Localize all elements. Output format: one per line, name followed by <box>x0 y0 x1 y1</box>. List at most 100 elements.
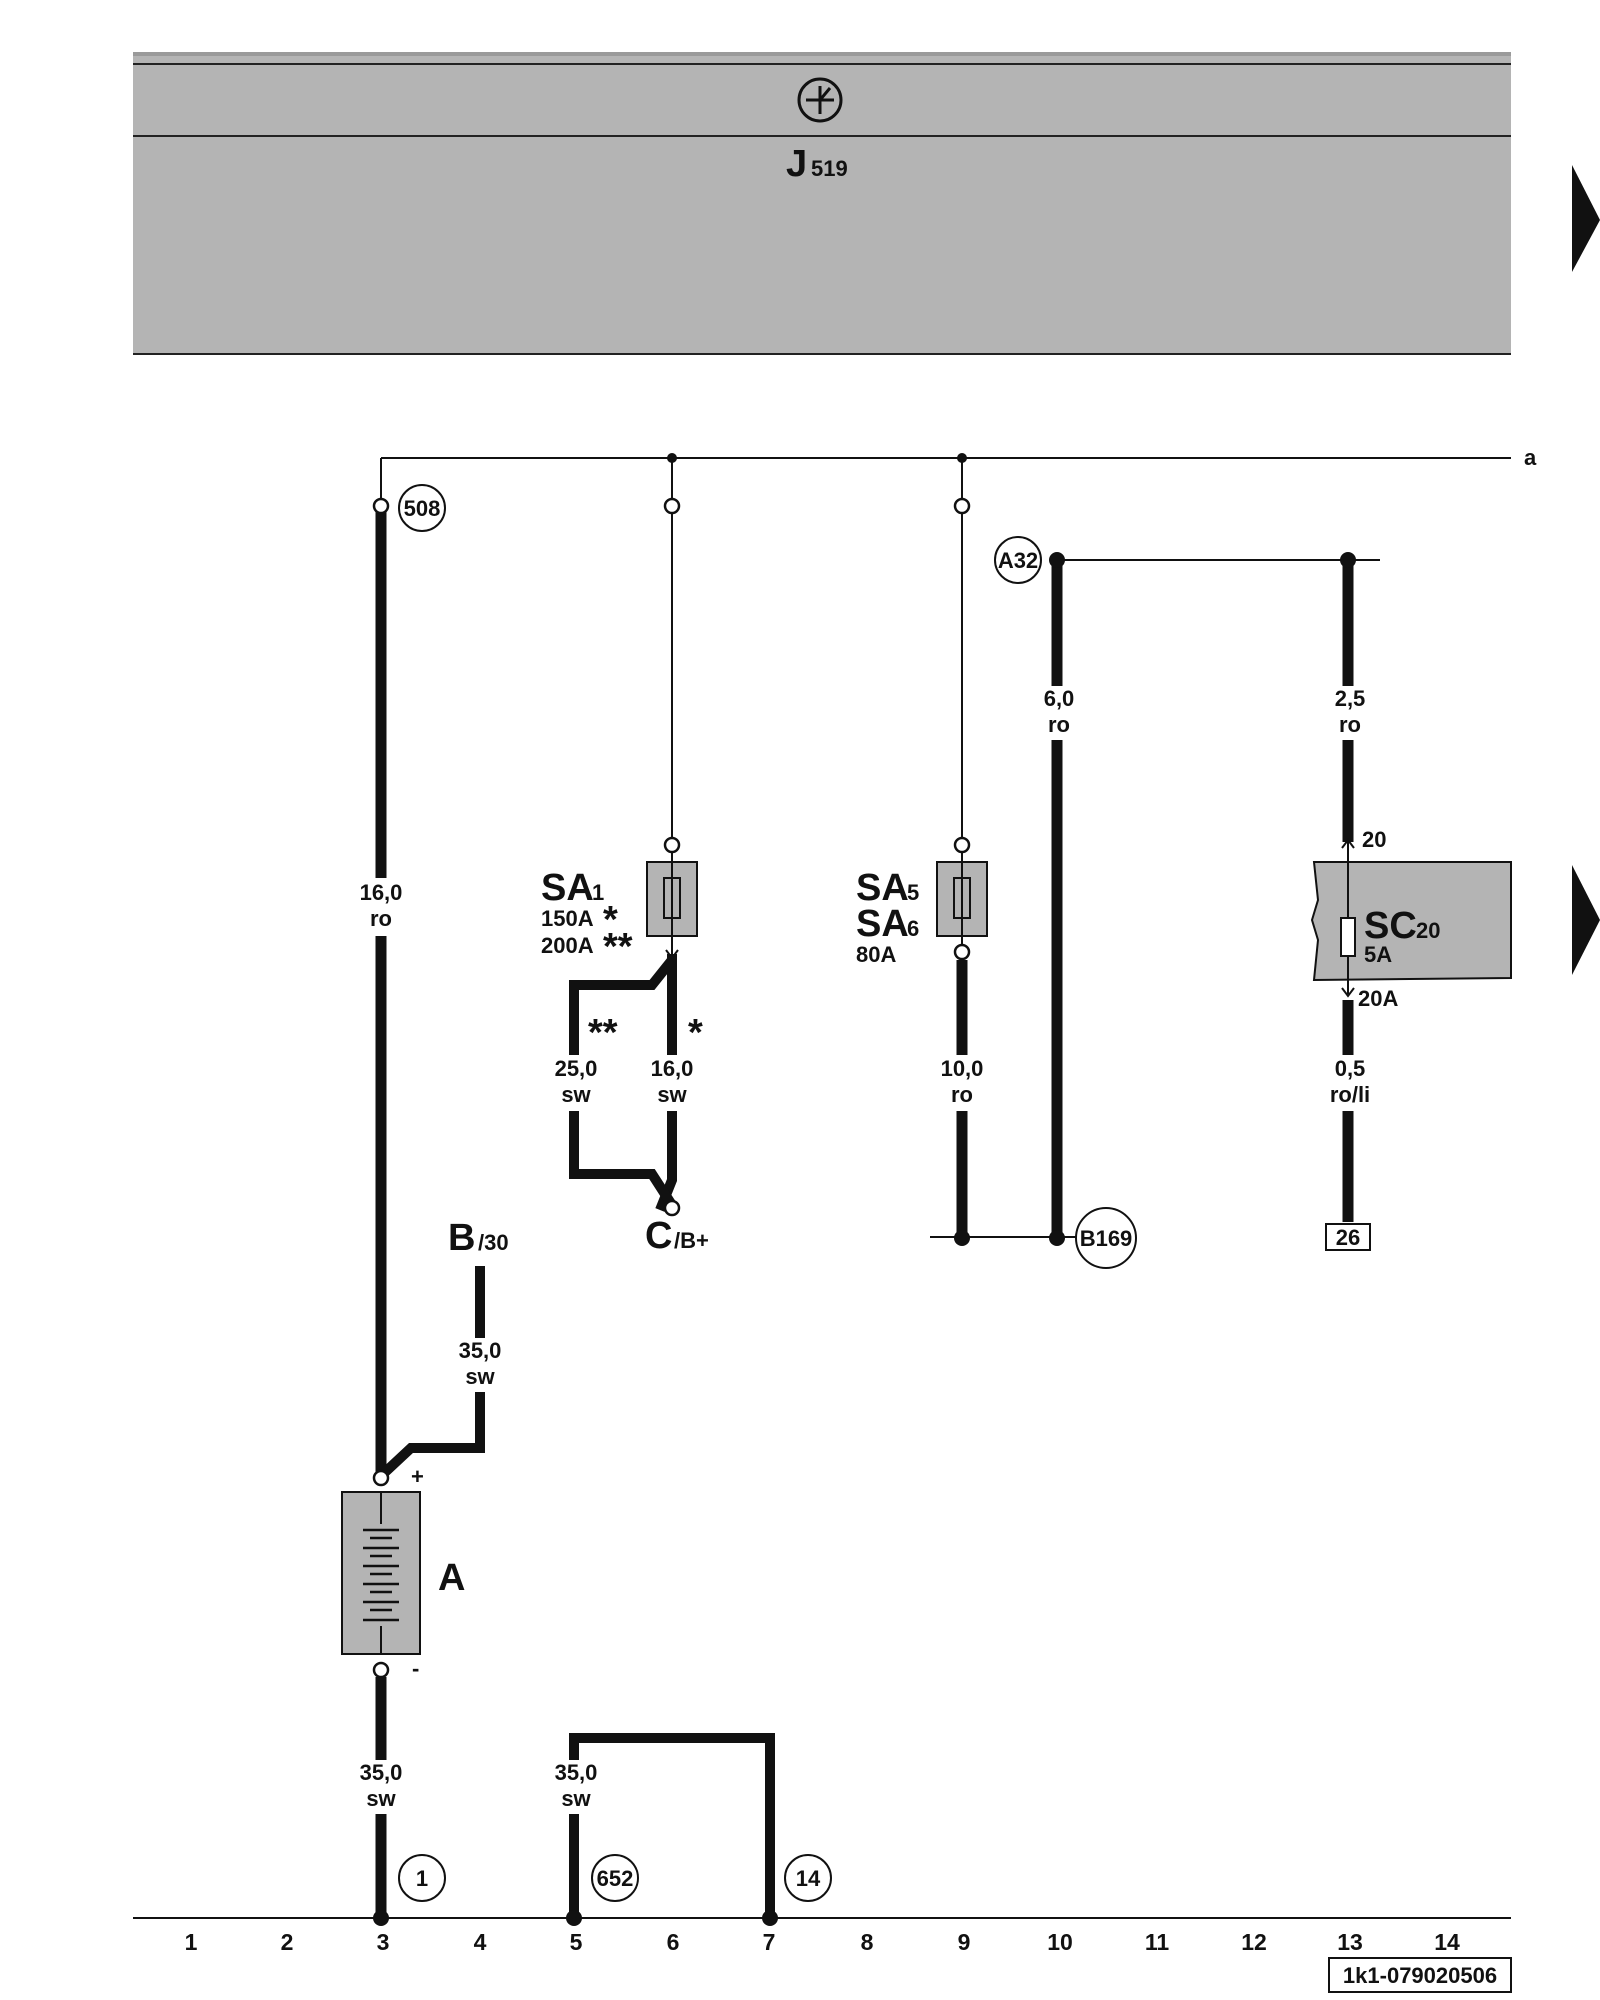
fuse-sa5-sa6[interactable]: SA 5 SA 6 80A <box>856 458 988 967</box>
wire-color: sw <box>366 1786 396 1811</box>
wire-size: 10,0 <box>941 1056 984 1081</box>
fuse-sa1-rating2: 200A <box>541 933 594 958</box>
wire-16-ro: 16,0 ro <box>350 497 412 1476</box>
column-number: 10 <box>1047 1929 1073 1955</box>
column-number: 14 <box>1434 1929 1460 1955</box>
fuse-sa1-rating2-mark: ** <box>603 926 633 968</box>
column-number: 6 <box>667 1929 680 1955</box>
fuse-sa1-name: SA <box>541 867 594 909</box>
column-number: 5 <box>570 1929 583 1955</box>
fuse-sc20-name: SC <box>1364 905 1417 947</box>
ground-point-1[interactable]: 1 <box>398 1854 446 1902</box>
ground-symbol-icon <box>797 77 843 123</box>
terminal-c-bplus: C /B+ <box>645 1199 709 1257</box>
control-unit-index: 519 <box>811 156 848 181</box>
column-number: 7 <box>763 1929 776 1955</box>
column-number: 1 <box>185 1929 198 1955</box>
wire-variant-mark: ** <box>588 1012 618 1054</box>
column-number: 9 <box>958 1929 971 1955</box>
svg-text:A32: A32 <box>998 548 1038 573</box>
splice-b169[interactable]: B169 <box>1075 1207 1137 1269</box>
wire-10-ro: 10,0 ro <box>932 960 992 1238</box>
battery-name: A <box>438 1557 465 1599</box>
wire-color: ro <box>951 1082 973 1107</box>
wire-color: sw <box>657 1082 687 1107</box>
wire-size: 35,0 <box>555 1760 598 1785</box>
wire-35-sw-ground-5: 35,0 sw <box>546 1733 778 1926</box>
fuse-sc20-pin-bottom: 20A <box>1358 986 1398 1011</box>
wire-size: 2,5 <box>1335 686 1366 711</box>
fuse-sa5-index: 5 <box>907 880 919 905</box>
svg-text:1: 1 <box>416 1866 428 1891</box>
splice-a32[interactable]: A32 <box>994 536 1042 584</box>
wire-size: 16,0 <box>651 1056 694 1081</box>
svg-text:652: 652 <box>597 1866 634 1891</box>
wire-2-5-ro: 2,5 ro <box>1319 552 1377 842</box>
drawing-number: 1k1-079020506 <box>1328 1957 1512 1993</box>
svg-text:1k1-079020506: 1k1-079020506 <box>1343 1963 1497 1988</box>
wire-size: 35,0 <box>360 1760 403 1785</box>
column-number: 12 <box>1241 1929 1267 1955</box>
column-number: 4 <box>474 1929 487 1955</box>
fuse-sa5-name: SA <box>856 867 909 909</box>
column-number: 11 <box>1145 1929 1170 1955</box>
fuse-sa6-index: 6 <box>907 916 919 941</box>
battery-cells-icon <box>363 1528 399 1622</box>
wire-color: ro <box>1048 712 1070 737</box>
wire-size: 6,0 <box>1044 686 1075 711</box>
wire-6-ro: 6,0 ro <box>1028 552 1380 1238</box>
fuse-sa1[interactable]: SA 1 150A * 200A ** <box>541 458 698 968</box>
column-number: 13 <box>1337 1929 1363 1955</box>
fuse-sc20-rating: 5A <box>1364 942 1392 967</box>
ground-point-652[interactable]: 652 <box>591 1854 639 1902</box>
wire-size: 25,0 <box>555 1056 598 1081</box>
connector-508[interactable]: 508 <box>398 484 446 532</box>
fuse-sa6-name: SA <box>856 903 909 945</box>
wire-size: 35,0 <box>459 1338 502 1363</box>
terminal-b-pin: /30 <box>478 1230 509 1255</box>
battery-plus: + <box>411 1464 424 1489</box>
wire-35-sw-ground-3: 35,0 sw <box>352 1677 410 1926</box>
column-number: 2 <box>281 1929 294 1955</box>
terminal-b-name: B <box>448 1217 475 1259</box>
wire-variant-mark: * <box>688 1012 703 1054</box>
bus-line-a: a <box>380 445 1537 506</box>
wire-color: ro/li <box>1330 1082 1370 1107</box>
battery-minus: - <box>412 1656 419 1681</box>
wire-color: ro <box>1339 712 1361 737</box>
wire-color: ro <box>370 906 392 931</box>
terminal-b30: B /30 <box>448 1217 509 1259</box>
fuse-sc20-index: 20 <box>1416 918 1440 943</box>
wire-color: sw <box>561 1082 591 1107</box>
svg-text:508: 508 <box>404 496 441 521</box>
wire-0-5-ro-li: 0,5 ro/li <box>1319 1000 1379 1222</box>
fuse-panel-sc <box>1310 861 1512 982</box>
fuse-sa1-rating1-mark: * <box>603 899 618 941</box>
control-unit-j519: J 519 <box>133 52 1511 355</box>
svg-text:B169: B169 <box>1080 1226 1133 1251</box>
terminal-c-pin: /B+ <box>674 1228 709 1253</box>
fuse-sc20[interactable]: 20 SC 20 5A 20A <box>1340 827 1440 1011</box>
svg-text:14: 14 <box>796 1866 821 1891</box>
wire-color: sw <box>465 1364 495 1389</box>
control-unit-name: J <box>786 143 807 185</box>
fuse-sa1-index: 1 <box>592 880 604 905</box>
column-number: 3 <box>377 1929 390 1955</box>
wire-size: 0,5 <box>1335 1056 1366 1081</box>
fuse-sa6-rating: 80A <box>856 942 896 967</box>
ground-point-14[interactable]: 14 <box>784 1854 832 1902</box>
column-number: 8 <box>861 1929 874 1955</box>
svg-text:26: 26 <box>1336 1225 1360 1250</box>
continuation-arrow-icon[interactable] <box>1572 165 1600 272</box>
battery-a[interactable]: + - A <box>341 1464 465 1681</box>
continuation-label-a: a <box>1524 445 1537 470</box>
column-numbers: 1 2 3 4 5 6 7 8 9 10 11 12 13 14 <box>185 1929 1460 1955</box>
terminal-c-name: C <box>645 1215 672 1257</box>
fuse-sc20-pin-top: 20 <box>1362 827 1386 852</box>
continuation-arrow-icon[interactable] <box>1572 865 1600 975</box>
terminal-26[interactable]: 26 <box>1325 1223 1371 1251</box>
wire-size: 16,0 <box>360 880 403 905</box>
wire-25-sw: 25,0 sw ** <box>544 956 677 1208</box>
wire-35-sw-b: 35,0 sw <box>377 1266 510 1480</box>
